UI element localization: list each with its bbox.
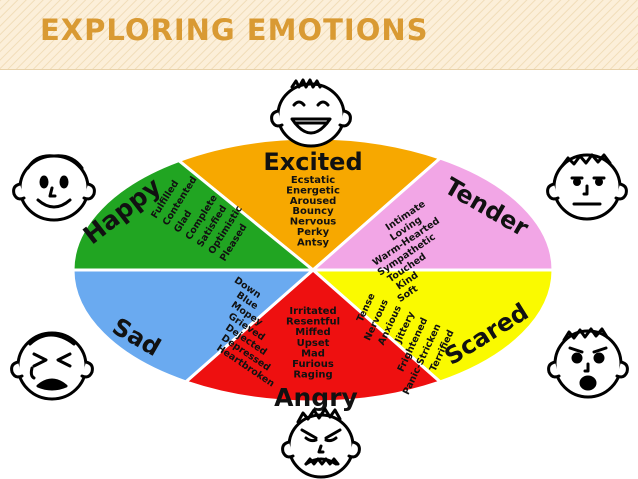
- banner-background: [0, 0, 638, 70]
- crying-face-icon: [10, 331, 94, 401]
- emotion-word: Aroused: [290, 196, 337, 207]
- emotion-word: Antsy: [297, 237, 330, 248]
- word-list-angry: IrritatedResentfulMiffedUpsetMadFuriousR…: [286, 306, 340, 381]
- emotion-word: Bouncy: [292, 206, 334, 217]
- segment-name-excited: Excited: [263, 148, 362, 176]
- shocked-face-icon: [547, 327, 629, 399]
- word-list-excited: EcstaticEnergeticArousedBouncyNervousPer…: [286, 175, 340, 248]
- angry-face-icon: [281, 407, 361, 479]
- emotion-word: Irritated: [289, 306, 336, 317]
- smiling-face-icon: [12, 154, 96, 222]
- emotion-word: Energetic: [286, 185, 340, 196]
- emotion-word: Ecstatic: [291, 175, 335, 186]
- neutral-face-icon: [546, 153, 628, 221]
- emotion-word: Upset: [297, 338, 330, 349]
- emotion-word: Resentful: [286, 317, 340, 328]
- title-banner: EXPLORING EMOTIONS: [0, 0, 638, 70]
- emotion-word: Furious: [292, 359, 334, 370]
- page-title: EXPLORING EMOTIONS: [40, 13, 429, 47]
- emotion-word: Miffed: [295, 327, 330, 338]
- emotion-word: Mad: [301, 348, 325, 359]
- emotion-word: Raging: [293, 370, 332, 381]
- emotion-word: Nervous: [290, 217, 337, 228]
- segment-name-angry: Angry: [274, 383, 358, 412]
- emotion-word: Perky: [297, 227, 330, 238]
- laughing-face-icon: [270, 78, 352, 148]
